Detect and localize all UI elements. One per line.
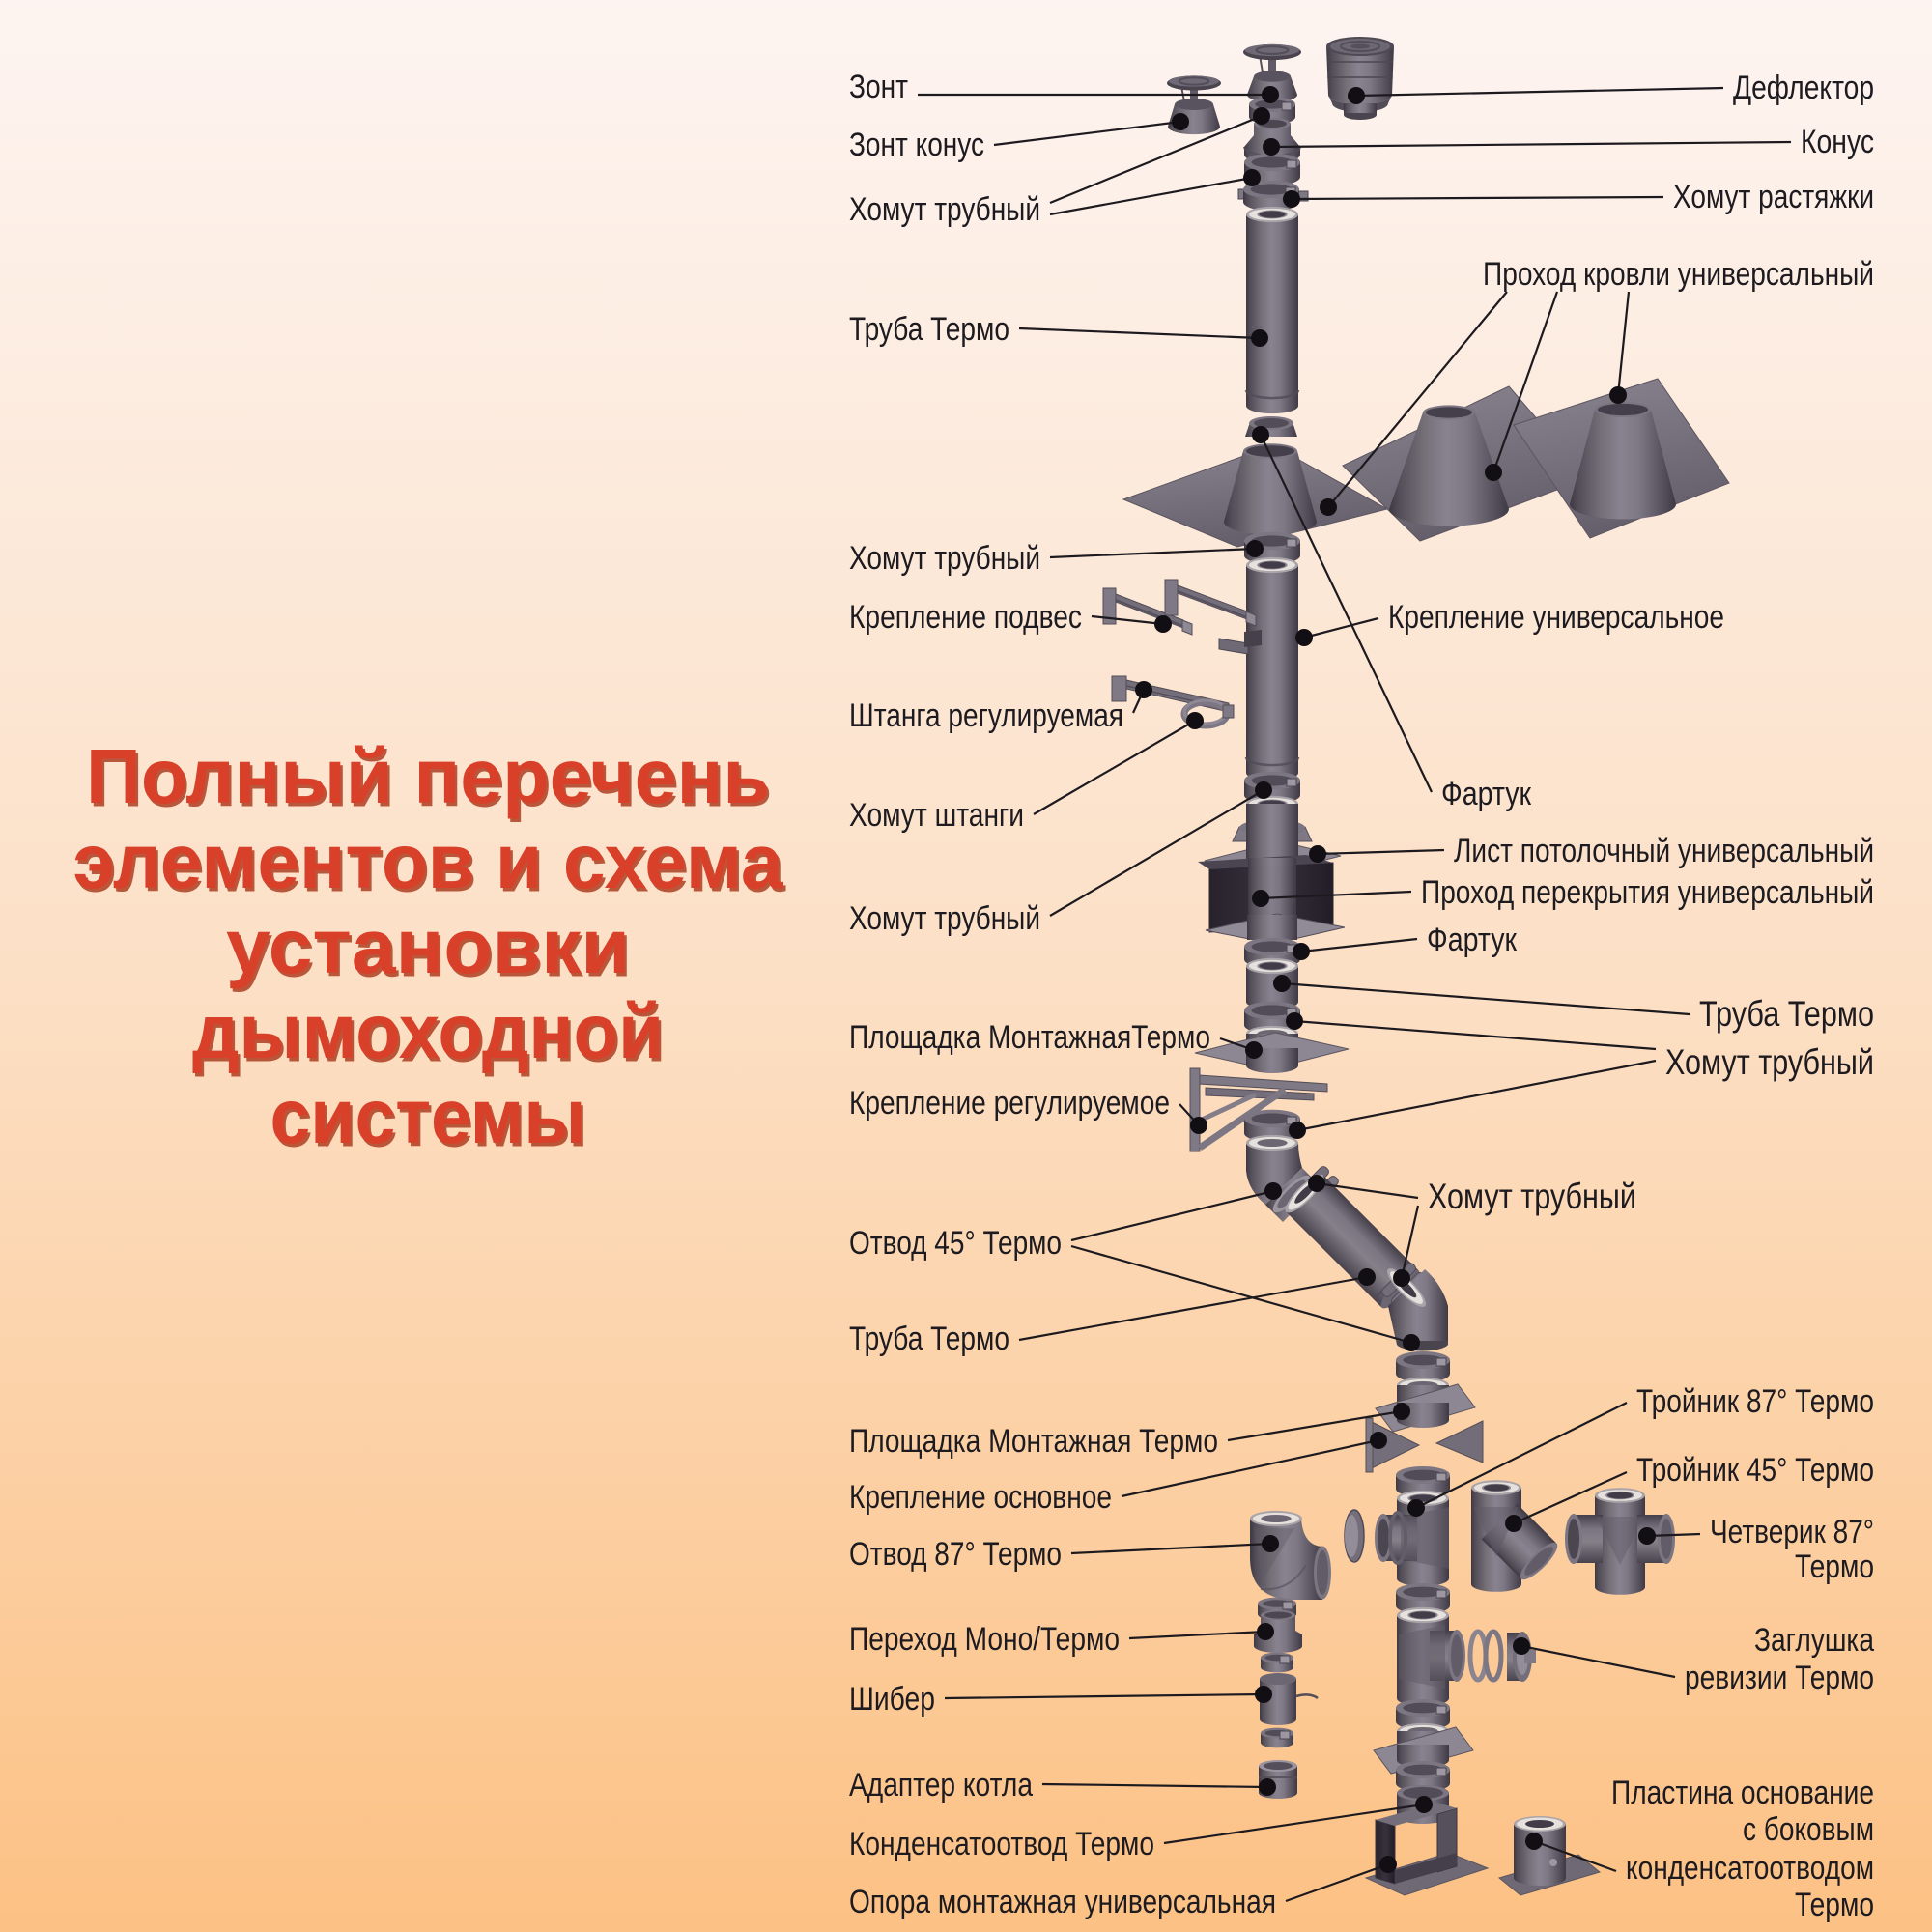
svg-text:с боковым: с боковым (1743, 1811, 1874, 1848)
svg-text:Хомут трубный: Хомут трубный (849, 900, 1040, 937)
svg-text:Дефлектор: Дефлектор (1733, 70, 1874, 106)
svg-text:Зонт: Зонт (849, 69, 908, 105)
svg-text:Крепление подвес: Крепление подвес (849, 599, 1082, 636)
svg-text:элементов и схема: элементов и схема (75, 822, 785, 908)
svg-text:Лист потолочный универсальный: Лист потолочный универсальный (1454, 833, 1874, 869)
svg-text:Крепление основное: Крепление основное (849, 1479, 1112, 1516)
svg-text:Тройник 87° Термо: Тройник 87° Термо (1636, 1383, 1874, 1420)
svg-text:Отвод 87° Термо: Отвод 87° Термо (849, 1536, 1062, 1573)
svg-text:системы: системы (270, 1073, 586, 1159)
svg-text:Зонт конус: Зонт конус (849, 127, 984, 163)
svg-text:системы: системы (272, 1077, 588, 1163)
svg-text:Хомут растяжки: Хомут растяжки (1673, 179, 1874, 215)
svg-text:Заглушка: Заглушка (1754, 1622, 1874, 1659)
svg-text:Полный перечень: Полный перечень (89, 737, 773, 823)
svg-text:Адаптер котла: Адаптер котла (849, 1767, 1033, 1804)
svg-text:Хомут трубный: Хомут трубный (849, 191, 1040, 228)
svg-text:ревизии Термо: ревизии Термо (1685, 1660, 1874, 1696)
svg-text:Шибер: Шибер (849, 1681, 935, 1718)
svg-text:Термо: Термо (1795, 1548, 1874, 1585)
svg-text:Полный перечень: Полный перечень (86, 733, 770, 819)
svg-text:элементов и схема: элементов и схема (73, 818, 783, 904)
svg-text:Переход Моно/Термо: Переход Моно/Термо (849, 1621, 1120, 1658)
svg-text:Крепление универсальное: Крепление универсальное (1388, 599, 1724, 636)
svg-text:Пластина основание: Пластина основание (1611, 1775, 1874, 1811)
svg-text:Фартук: Фартук (1441, 776, 1532, 812)
svg-text:конденсатоотводом: конденсатоотводом (1626, 1850, 1874, 1887)
svg-text:Термо: Термо (1795, 1887, 1874, 1923)
svg-text:Четверик 87°: Четверик 87° (1710, 1514, 1874, 1550)
svg-text:Труба Термо: Труба Термо (849, 311, 1009, 348)
svg-text:Площадка МонтажнаяТермо: Площадка МонтажнаяТермо (849, 1019, 1210, 1056)
svg-text:дымоходной: дымоходной (192, 988, 664, 1074)
svg-text:Тройник 45° Термо: Тройник 45° Термо (1636, 1452, 1874, 1489)
svg-text:Проход перекрытия универсальны: Проход перекрытия универсальный (1421, 874, 1874, 911)
svg-text:Проход кровли универсальный: Проход кровли универсальный (1483, 256, 1874, 293)
svg-text:Площадка Монтажная Термо: Площадка Монтажная Термо (849, 1423, 1218, 1460)
svg-text:Штанга регулируемая: Штанга регулируемая (849, 697, 1123, 734)
svg-text:Хомут трубный: Хомут трубный (1665, 1042, 1874, 1082)
svg-text:Конус: Конус (1801, 124, 1874, 160)
svg-text:Фартук: Фартук (1427, 922, 1518, 958)
svg-text:Отвод 45° Термо: Отвод 45° Термо (849, 1225, 1062, 1262)
svg-text:установки: установки (226, 903, 630, 989)
svg-text:Хомут трубный: Хомут трубный (849, 540, 1040, 577)
svg-text:Конденсатоотвод Термо: Конденсатоотвод Термо (849, 1826, 1154, 1862)
svg-text:Хомут трубный: Хомут трубный (1428, 1177, 1636, 1216)
svg-text:Труба Термо: Труба Термо (1699, 994, 1874, 1034)
svg-text:Труба Термо: Труба Термо (849, 1321, 1009, 1357)
svg-text:Опора монтажная универсальная: Опора монтажная универсальная (849, 1884, 1276, 1920)
svg-text:установки: установки (229, 907, 633, 993)
svg-text:Хомут штанги: Хомут штанги (849, 797, 1024, 834)
svg-text:дымоходной: дымоходной (195, 992, 667, 1078)
svg-text:Крепление регулируемое: Крепление регулируемое (849, 1085, 1170, 1122)
